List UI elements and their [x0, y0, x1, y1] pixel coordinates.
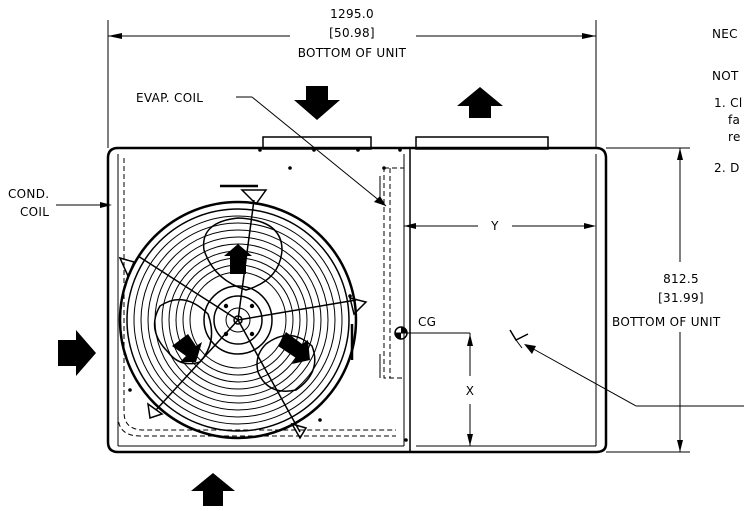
height-dimension: 812.5 [31.99] BOTTOM OF UNIT — [606, 147, 721, 453]
note-line-2: fa — [728, 113, 740, 127]
condenser-fan — [118, 184, 368, 440]
fan-airflow-up-icon — [224, 244, 252, 274]
cg-label: CG — [418, 315, 436, 329]
airflow-arrow-down-icon — [294, 86, 340, 120]
x-dimension-label: X — [466, 384, 475, 398]
width-in-label: [50.98] — [329, 26, 375, 40]
height-in-label: [31.99] — [658, 291, 704, 305]
y-dimension: Y — [404, 219, 596, 233]
cg-marker: CG — [394, 315, 470, 340]
note-line-1: 1. Cl — [714, 96, 742, 110]
x-dimension: X — [466, 333, 475, 446]
width-note-label: BOTTOM OF UNIT — [298, 46, 407, 60]
height-mm-label: 812.5 — [663, 272, 699, 286]
evap-coil-callout: EVAP. COIL — [136, 91, 387, 207]
y-dimension-label: Y — [490, 219, 499, 233]
notes-heading: NEC — [712, 27, 738, 41]
note-line-4: 2. D — [714, 161, 740, 175]
airflow-arrow-up-top-icon — [457, 87, 503, 118]
airflow-arrow-up-bottom-icon — [191, 473, 235, 506]
fan-airflow-left-icon — [172, 334, 202, 362]
section-leader — [509, 329, 744, 407]
cond-coil-label-line2: COIL — [20, 205, 49, 219]
notes-title: NOT — [712, 69, 739, 83]
evap-coil-label: EVAP. COIL — [136, 91, 203, 105]
notes-column: NEC NOT 1. Cl fa re 2. D — [712, 27, 742, 175]
height-note-label: BOTTOM OF UNIT — [612, 315, 721, 329]
note-line-3: re — [728, 130, 741, 144]
fan-airflow-right-icon — [278, 332, 310, 364]
evap-coil-body — [379, 167, 405, 379]
width-mm-label: 1295.0 — [330, 7, 374, 21]
cond-coil-callout: COND. COIL — [8, 187, 112, 219]
airflow-arrow-right-icon — [58, 330, 96, 376]
cond-coil-label-line1: COND. — [8, 187, 49, 201]
width-dimension: 1295.0 [50.98] BOTTOM OF UNIT — [107, 7, 597, 148]
